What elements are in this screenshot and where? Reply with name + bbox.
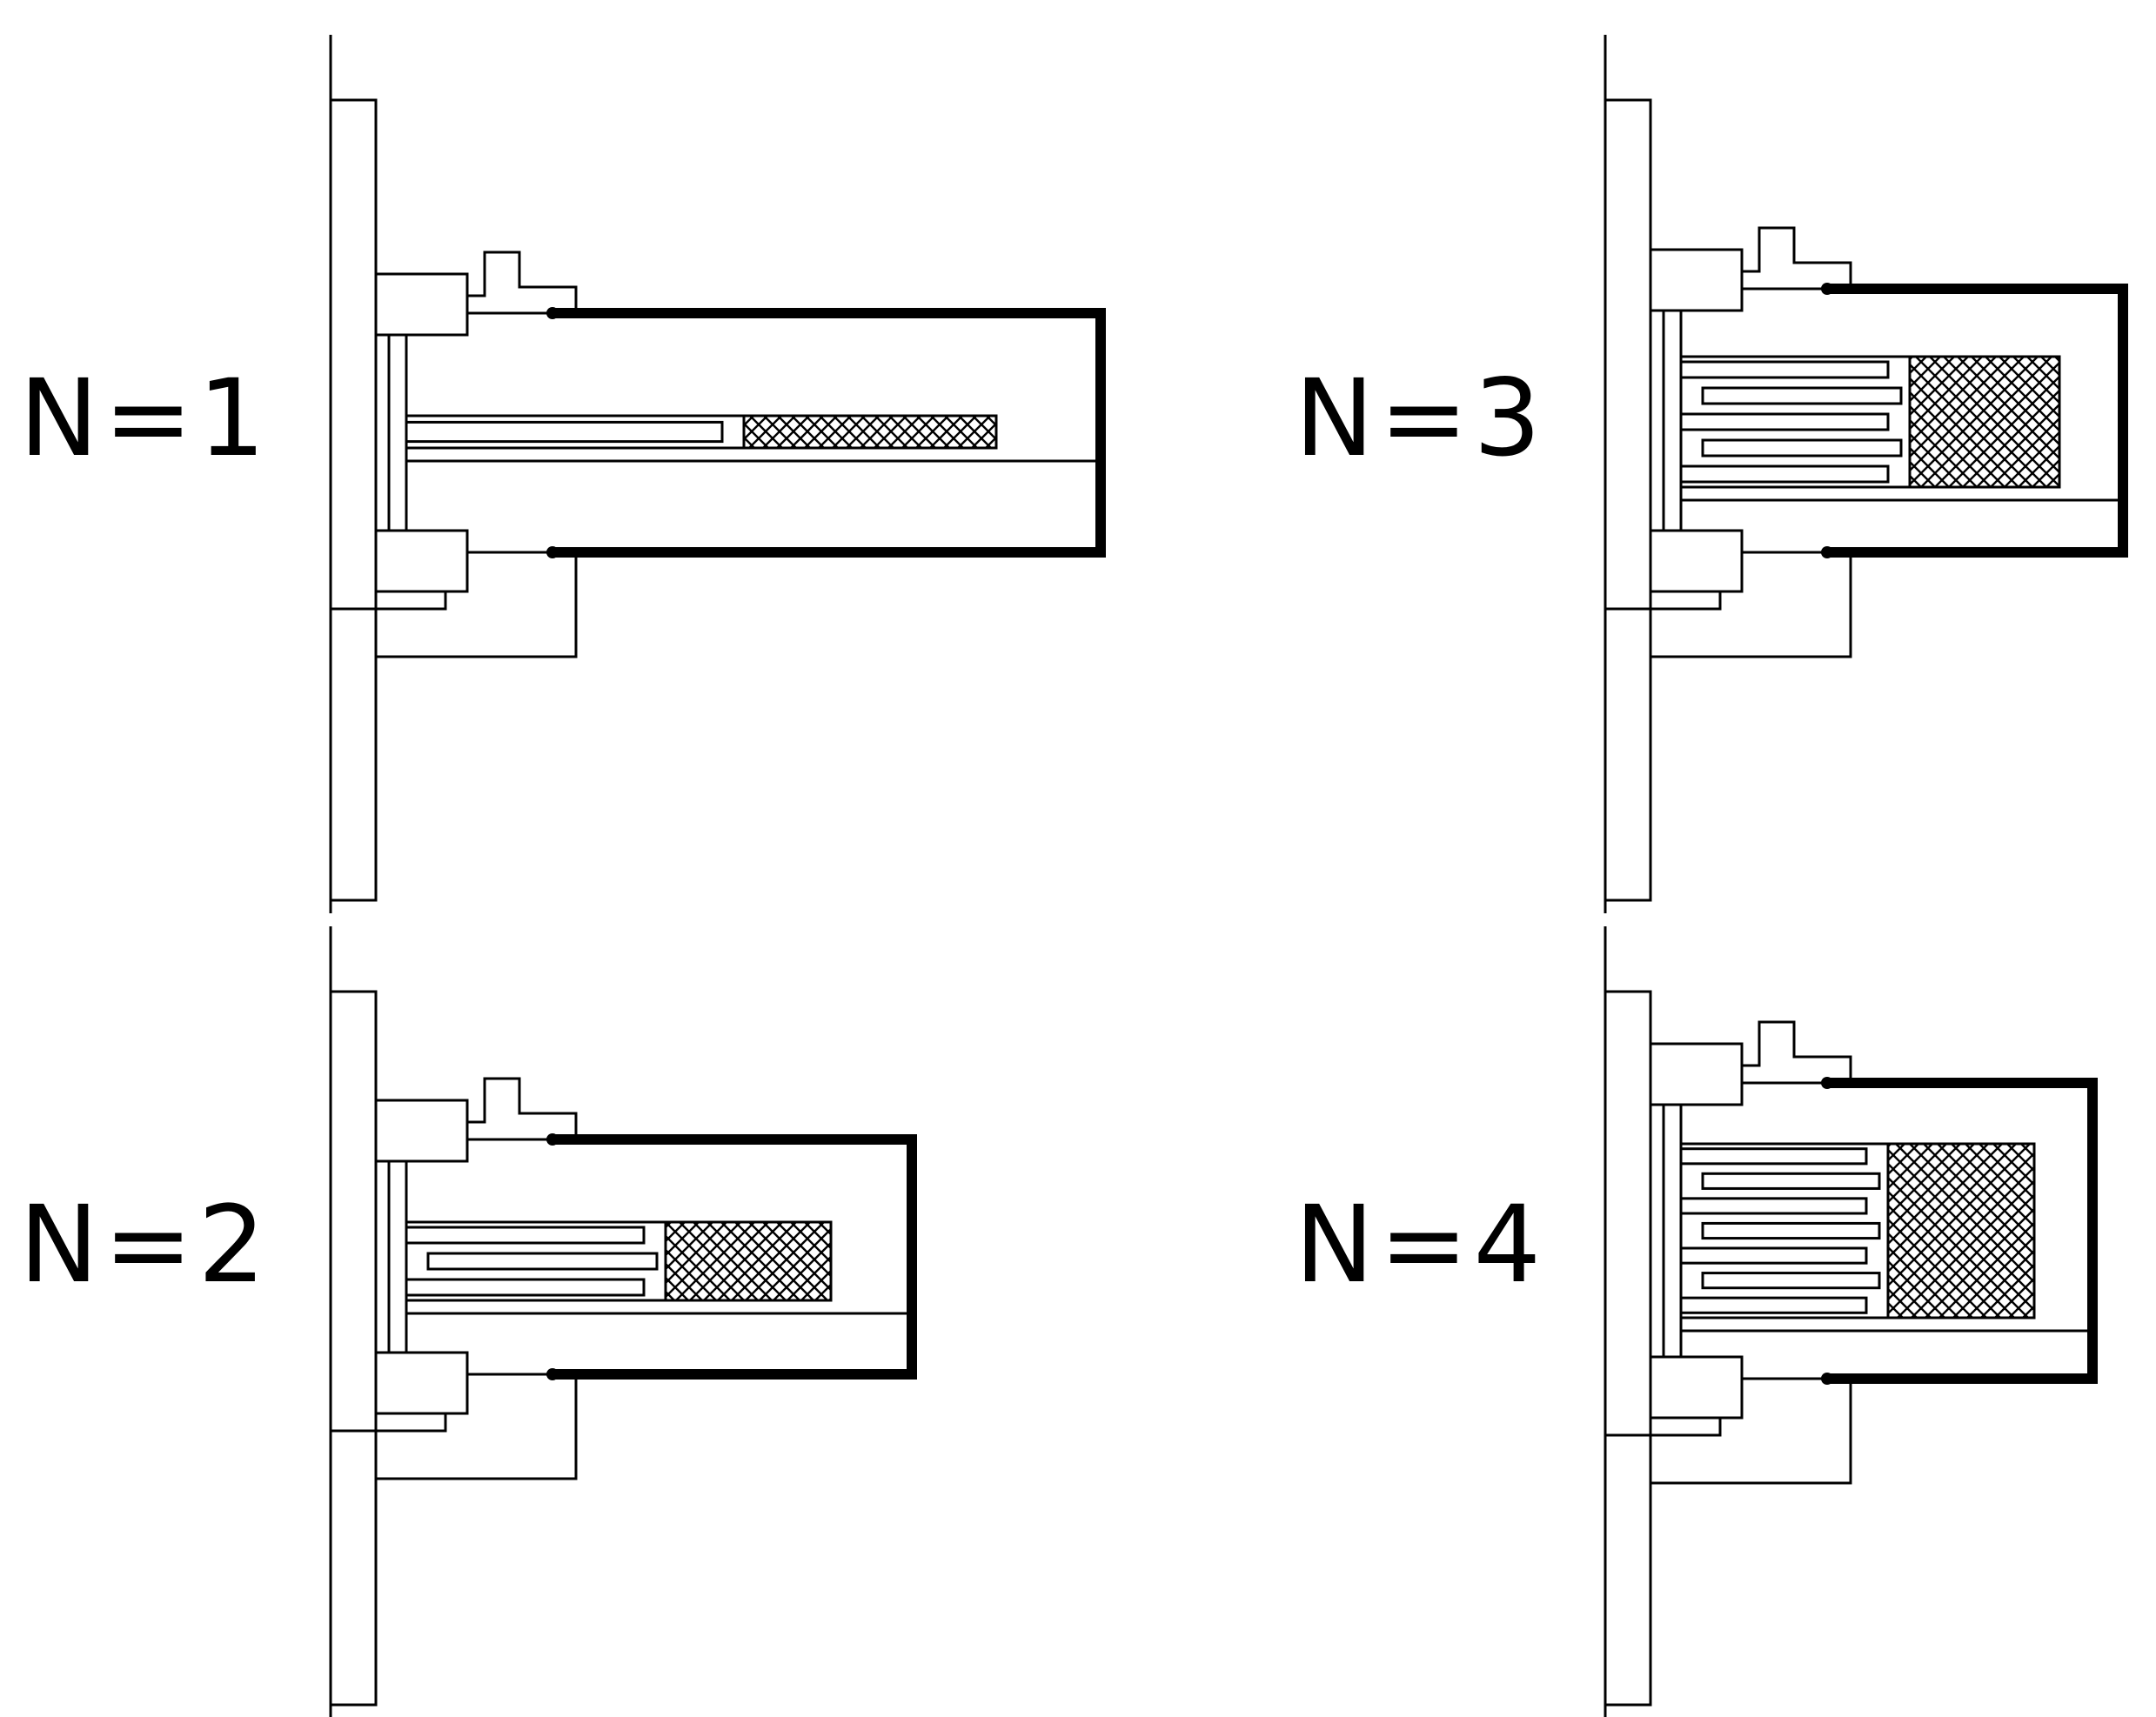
joint-dot [546,307,559,319]
lower-lead [376,551,578,658]
lower-lead [1650,1377,1852,1485]
substrate-plate [329,98,378,902]
label-n2: N=2 [19,1183,271,1306]
proof-mass [664,1220,833,1302]
upper-lead [1742,1020,1852,1083]
joint-dot [546,546,559,558]
lower-contact [331,1413,447,1433]
upper-anchor [374,1099,469,1163]
lower-anchor [1649,1355,1744,1420]
electrode-finger [405,1226,646,1245]
panel-n1 [329,35,1106,913]
substrate-plate [1604,98,1652,902]
lower-anchor [374,529,469,593]
lower-anchor [1649,529,1744,593]
upper-anchor [1649,1042,1744,1106]
electrode-finger [1679,1197,1868,1215]
lower-contact [1605,1418,1722,1437]
upper-anchor [1649,248,1744,312]
electrode-finger [1679,360,1890,379]
electrode-finger [1701,1221,1881,1240]
substrate-plate [329,990,378,1707]
package-outline [1827,1078,2098,1384]
electrode-finger [1701,1272,1881,1290]
joint-dot [546,1368,559,1380]
package-outline [552,1134,917,1380]
electrode-finger [1679,464,1890,484]
panel-n2 [329,926,917,1717]
electrode-finger [405,1278,646,1297]
proof-mass [742,414,998,450]
electrode-finger [426,1252,659,1271]
electrode-finger [405,420,724,444]
upper-lead [467,251,578,313]
electrode-finger [1679,1246,1868,1265]
joint-dot [1821,1373,1833,1385]
upper-lead [1742,226,1852,289]
joint-dot [1821,283,1833,295]
label-n4: N=4 [1295,1183,1547,1306]
lower-contact [1605,591,1722,611]
lower-anchor [374,1351,469,1415]
lower-lead [1650,551,1852,658]
substrate-plate [1604,990,1652,1707]
lower-lead [376,1373,578,1480]
upper-lead [467,1077,578,1139]
electrode-finger [1701,386,1903,405]
electrode-finger [1701,438,1903,458]
joint-dot [546,1133,559,1146]
electrode-finger [1679,412,1890,431]
joint-dot [1821,1077,1833,1089]
label-n3: N=3 [1295,357,1547,480]
panel-n3 [1604,35,2128,913]
proof-mass [1908,355,2061,489]
electrode-finger [1701,1172,1881,1190]
upper-anchor [374,272,469,337]
panel-n4 [1604,926,2098,1717]
electrode-finger [1679,1296,1868,1314]
lower-contact [331,591,447,611]
package-outline [1827,284,2128,558]
proof-mass [1886,1142,2036,1319]
package-outline [552,308,1106,558]
label-n1: N=1 [19,357,271,480]
joint-dot [1821,546,1833,558]
electrode-finger [1679,1147,1868,1166]
